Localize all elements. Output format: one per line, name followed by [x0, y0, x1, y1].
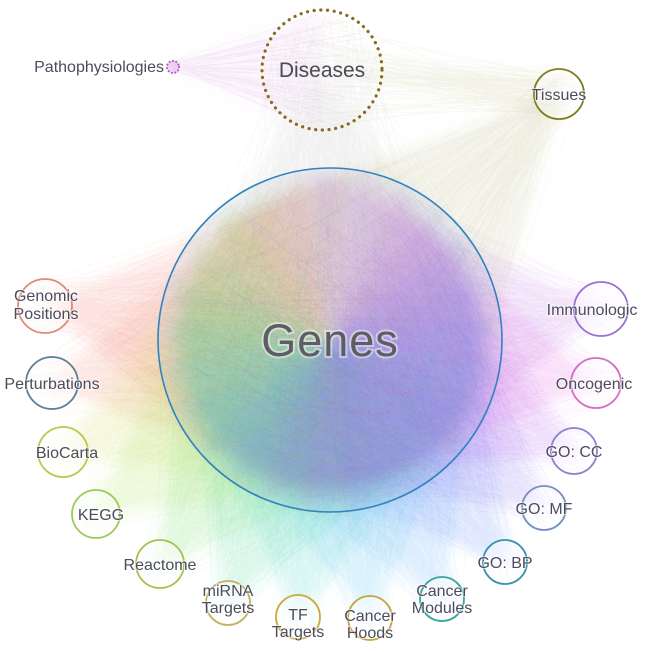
- tissues-label: Tissues: [532, 87, 587, 104]
- cancer-modules-circle: [419, 576, 465, 622]
- cancer-hoods-label-line1: Cancer: [344, 608, 396, 625]
- genomic-positions-circle: [17, 278, 73, 334]
- node-immunologic[interactable]: Immunologic: [546, 281, 638, 337]
- node-kegg[interactable]: KEGG: [71, 489, 125, 539]
- oncogenic-circle: [570, 357, 622, 409]
- go-mf-circle: [521, 485, 567, 531]
- mirna-targets-circle: [205, 580, 251, 626]
- cancer-hoods-label-line2: Hoods: [347, 625, 393, 642]
- node-biocarta[interactable]: BioCarta: [35, 426, 99, 478]
- edge-bundle-washes: [45, 10, 601, 618]
- cancer-hoods-circle: [347, 595, 393, 641]
- go-bp-circle: [482, 539, 528, 585]
- go-cc-label: GO: CC: [546, 444, 603, 461]
- mirna-targets-label-line1: miRNA: [203, 583, 254, 600]
- perturbations-circle: [25, 356, 79, 410]
- tf-targets-label-line1: TF: [288, 607, 308, 624]
- node-genomic-positions[interactable]: Genomic Positions: [12, 278, 80, 334]
- tf-targets-circle: [275, 594, 321, 640]
- edge-bundle-lines: [20, 11, 628, 640]
- node-pathophysiologies[interactable]: Pathophysiologies: [33, 58, 181, 77]
- node-cancer-modules[interactable]: Cancer Modules: [411, 576, 473, 622]
- cancer-modules-label-line2: Modules: [412, 600, 472, 617]
- node-cancer-hoods[interactable]: Cancer Hoods: [343, 595, 398, 643]
- pathophysiologies-label: Pathophysiologies: [34, 59, 164, 76]
- node-genes[interactable]: Genes: [157, 167, 503, 513]
- reactome-circle: [135, 539, 185, 589]
- kegg-circle: [71, 489, 121, 539]
- go-mf-label: GO: MF: [516, 501, 573, 518]
- node-go-cc[interactable]: GO: CC: [544, 427, 604, 475]
- node-mirna-targets[interactable]: miRNA Targets: [201, 580, 255, 626]
- node-go-bp[interactable]: GO: BP: [476, 539, 534, 585]
- diseases-label: Diseases: [279, 59, 365, 82]
- cancer-modules-label-line1: Cancer: [416, 583, 468, 600]
- genes-circle: [157, 167, 503, 513]
- genomic-positions-label-line2: Positions: [14, 306, 79, 323]
- immunologic-label: Immunologic: [547, 302, 638, 319]
- go-cc-circle: [550, 427, 598, 475]
- immunologic-circle: [573, 281, 629, 337]
- genomic-positions-label-line1: Genomic: [14, 288, 78, 305]
- go-bp-label: GO: BP: [477, 555, 532, 572]
- tf-targets-label-line2: Targets: [272, 624, 324, 641]
- biocarta-circle: [37, 426, 89, 478]
- reactome-label: Reactome: [124, 557, 197, 574]
- oncogenic-label: Oncogenic: [556, 376, 633, 393]
- mirna-targets-label-line2: Targets: [202, 600, 254, 617]
- kegg-label: KEGG: [78, 507, 124, 524]
- tissues-circle: [533, 68, 585, 120]
- biocarta-label: BioCarta: [36, 445, 98, 462]
- node-tissues[interactable]: Tissues: [531, 68, 587, 120]
- node-reactome[interactable]: Reactome: [122, 539, 198, 589]
- node-diseases[interactable]: Diseases: [260, 8, 384, 132]
- node-perturbations[interactable]: Perturbations: [3, 356, 101, 410]
- pathophysiologies-glyph-icon: [165, 59, 181, 75]
- node-oncogenic[interactable]: Oncogenic: [555, 357, 633, 409]
- diseases-circle: [260, 8, 384, 132]
- perturbations-label: Perturbations: [4, 376, 99, 393]
- node-go-mf[interactable]: GO: MF: [514, 485, 574, 531]
- node-tf-targets[interactable]: TF Targets: [271, 594, 325, 642]
- genes-label: Genes: [261, 315, 399, 366]
